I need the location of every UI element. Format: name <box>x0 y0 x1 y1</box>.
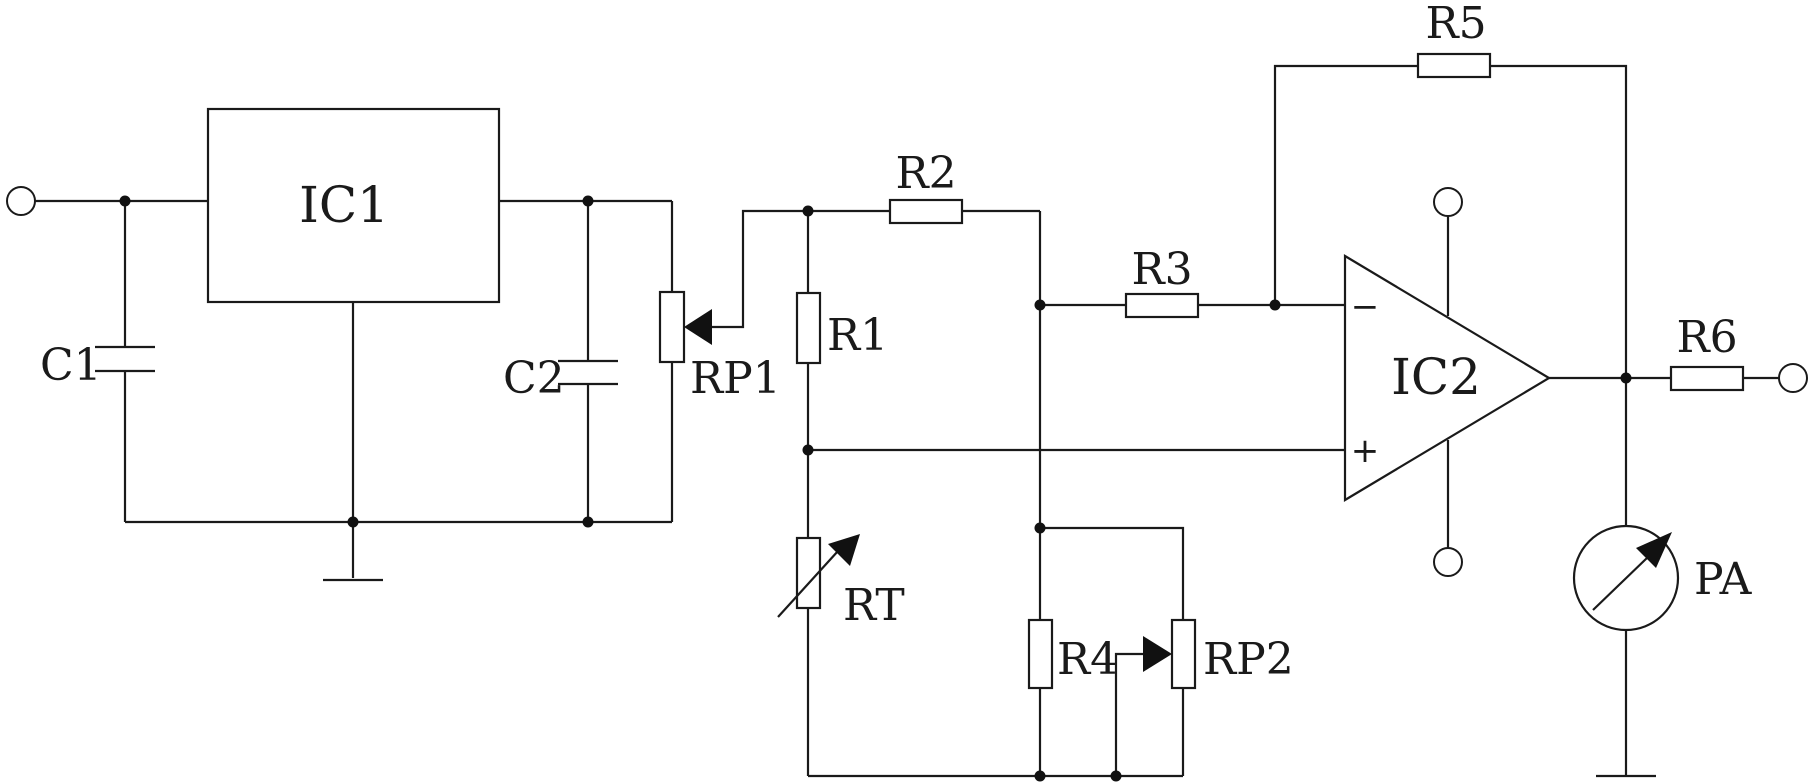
pa-needle <box>1592 556 1649 611</box>
r5-resistor <box>1416 52 1492 79</box>
supply-terminal-top <box>1433 187 1463 217</box>
ic1-label: IC1 <box>299 176 389 234</box>
regulator-section: IC1 C1 C2 RP1 <box>6 107 808 582</box>
r2-label: R2 <box>895 148 956 199</box>
c2-label: C2 <box>503 353 565 404</box>
rt-slash <box>777 550 839 618</box>
bridge-section: R2 R1 RT R4 RP2 R3 <box>777 148 1345 782</box>
noninverting-input-sign: + <box>1351 431 1380 471</box>
pa-label: PA <box>1694 554 1753 605</box>
inverting-input-sign: − <box>1351 287 1380 327</box>
r4-resistor <box>1027 618 1054 690</box>
rp2-resistor <box>1170 618 1197 690</box>
supply-terminal-bottom <box>1433 547 1463 577</box>
c1-label: C1 <box>40 340 102 391</box>
rt-arrow <box>828 534 860 566</box>
r4-label: R4 <box>1057 634 1118 685</box>
r5-label: R5 <box>1425 0 1486 49</box>
r6-resistor <box>1669 365 1745 392</box>
pa-needle-arrow <box>1636 532 1672 568</box>
rp2-wiper-arrow <box>1143 636 1172 672</box>
rp2-label: RP2 <box>1203 634 1294 685</box>
r3-resistor <box>1124 292 1200 319</box>
ic2-label: IC2 <box>1391 348 1481 406</box>
r3-label: R3 <box>1131 244 1192 295</box>
amplifier-section: IC2 − + R5 R6 PA <box>1269 0 1808 778</box>
rp1-wiper-arrow <box>684 309 712 345</box>
r1-resistor <box>795 291 822 365</box>
rp1-label: RP1 <box>690 353 781 404</box>
r2-resistor <box>888 198 964 225</box>
rp1-resistor <box>658 290 686 364</box>
rt-label: RT <box>843 580 905 631</box>
r1-label: R1 <box>827 310 888 361</box>
ic2-opamp <box>1343 254 1552 502</box>
input-terminal <box>6 186 36 216</box>
output-terminal <box>1778 363 1808 393</box>
r6-label: R6 <box>1676 312 1737 363</box>
